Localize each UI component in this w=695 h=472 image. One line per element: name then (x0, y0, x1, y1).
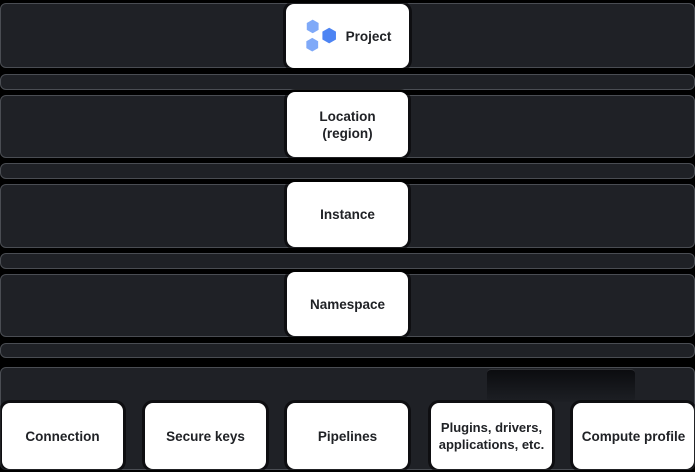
plugins-drivers-card: Plugins, drivers, applications, etc. (431, 403, 552, 469)
pipelines-label: Pipelines (317, 428, 378, 444)
secure-keys-card: Secure keys (145, 403, 266, 469)
connection-card: Connection (2, 403, 123, 469)
dark-shade-overlay (487, 369, 635, 402)
data-fusion-hexagons-icon (304, 18, 336, 54)
hexagon-light-bottom (304, 35, 320, 54)
plugins-drivers-label: Plugins, drivers, applications, etc. (438, 420, 545, 452)
compute-profile-label: Compute profile (581, 428, 686, 444)
spacer-band-2 (0, 163, 695, 179)
project-card: Project (286, 4, 409, 68)
compute-profile-card: Compute profile (573, 403, 694, 469)
spacer-band-1 (0, 74, 695, 90)
location-label: Location (region) (319, 108, 376, 141)
instance-card: Instance (287, 182, 408, 247)
pipelines-card: Pipelines (287, 403, 408, 469)
location-card: Location (region) (287, 92, 408, 157)
hexagon-dark (322, 27, 336, 44)
spacer-band-3 (0, 253, 695, 269)
instance-label: Instance (320, 207, 375, 222)
namespace-card: Namespace (287, 272, 408, 336)
hexagon-light-top (304, 18, 320, 36)
namespace-label: Namespace (309, 296, 386, 312)
secure-keys-label: Secure keys (166, 428, 245, 444)
spacer-band-4 (0, 343, 695, 358)
connection-label: Connection (25, 428, 100, 444)
project-label: Project (345, 28, 392, 44)
